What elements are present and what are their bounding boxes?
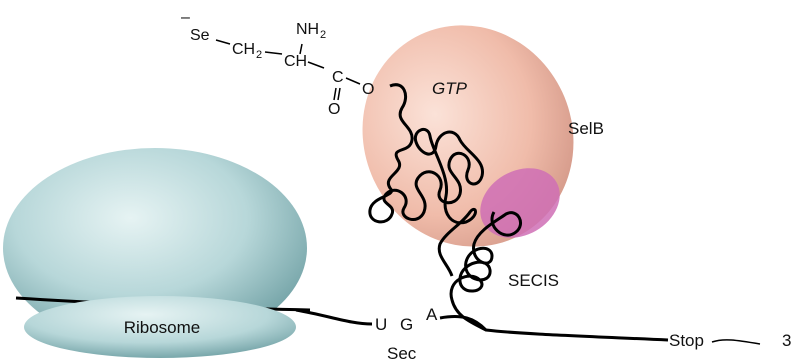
ribosome-small-subunit — [24, 296, 296, 358]
carbonyl-carbon: C — [332, 69, 344, 86]
mrna-main-strand — [295, 308, 373, 326]
codon-g: G — [400, 315, 413, 334]
stop-label: Stop — [669, 331, 704, 350]
ch2-group: CH — [232, 41, 255, 58]
alpha-carbon: CH — [284, 53, 307, 70]
sec-label: Sec — [387, 344, 417, 363]
selenocysteine-structure: – Se CH 2 CH NH 2 C O O — [181, 9, 374, 118]
gtp-label: GTP — [432, 79, 468, 98]
ribosome-label: Ribosome — [124, 318, 201, 337]
ester-oxygen: O — [362, 81, 374, 98]
secis-label: SECIS — [508, 271, 559, 290]
se-atom: Se — [190, 27, 210, 44]
se-charge: – — [181, 9, 190, 26]
mrna-downstream-strand — [439, 315, 669, 342]
selb-label: SelB — [568, 119, 604, 138]
codon-a: A — [426, 305, 438, 324]
three-prime-label: 3 — [782, 331, 791, 350]
amino-subscript: 2 — [320, 29, 326, 41]
ch2-subscript: 2 — [256, 49, 262, 61]
mrna-3prime-tail — [711, 339, 761, 345]
trna-squiggle — [368, 83, 484, 277]
carbonyl-oxygen: O — [328, 101, 340, 118]
amino-group: NH — [296, 21, 319, 38]
secis-stem-loop — [449, 211, 522, 332]
selb-protein — [362, 25, 574, 247]
codon-u: U — [375, 315, 387, 334]
ribosome-large-subunit — [3, 148, 307, 348]
secis-binding-patch — [480, 168, 560, 238]
